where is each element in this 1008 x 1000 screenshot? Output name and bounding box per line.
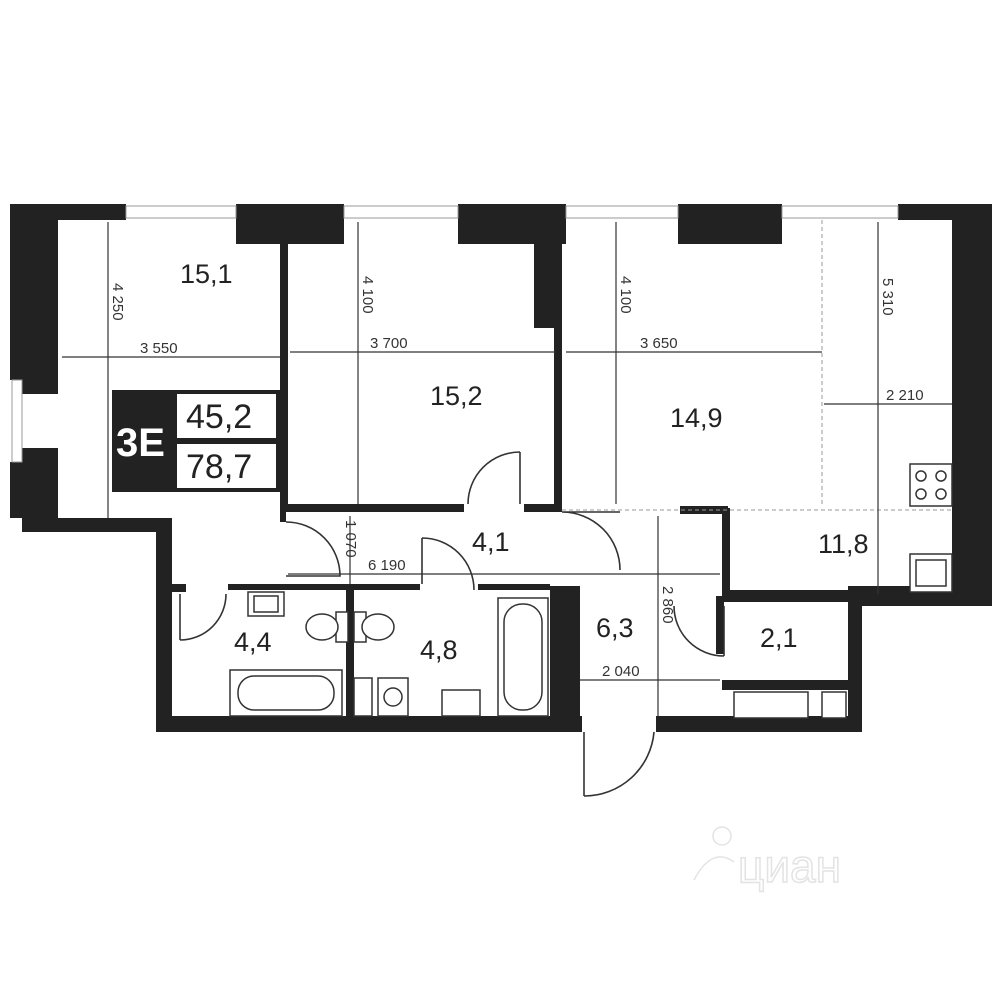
area-bedroom-middle: 15,2 [430,381,483,411]
stove-icon [909,463,953,507]
windows [11,205,899,463]
area-corridor: 4,1 [472,527,510,557]
apartment-type: 3E [116,421,165,465]
dimension-lines [62,222,952,716]
dim-corridor-length: 6 190 [368,557,406,574]
dim-corridor-width: 1 070 [342,520,359,558]
ventilation-shaft [353,677,373,717]
fixtures [229,463,953,719]
total-area: 78,7 [186,448,252,486]
dim-bedroom-left-height: 4 250 [109,283,126,321]
zone-lines [562,220,952,511]
dimension-labels: 3 550 4 250 3 700 4 100 3 650 4 100 2 21… [109,276,924,680]
dim-living-width: 3 650 [640,335,678,352]
watermark-text: циан [738,840,841,892]
watermark: циан [693,826,842,893]
dim-bedroom-middle-width: 3 700 [370,335,408,352]
room-areas: 15,1 15,2 14,9 11,8 4,1 4,4 4,8 6,3 2,1 [180,259,869,665]
outer-walls [10,204,992,732]
area-living-room: 14,9 [670,403,723,433]
doors [179,451,725,797]
area-bedroom-left: 15,1 [180,259,233,289]
dim-kitchen-height: 5 310 [879,278,896,316]
area-bathroom-left: 4,4 [234,627,272,657]
dim-bedroom-left-width: 3 550 [140,340,178,357]
dim-hall-height: 2 860 [659,586,676,624]
dim-bedroom-middle-height: 4 100 [359,276,376,314]
washbasin-middle-icon [441,689,481,717]
apartment-badge: 3E 45,2 78,7 [112,390,280,492]
dim-hall-width: 2 040 [602,663,640,680]
dim-living-height: 4 100 [617,276,634,314]
area-bathroom-middle: 4,8 [420,635,458,665]
living-area: 45,2 [186,398,252,436]
area-storage: 2,1 [760,623,798,653]
storage-shelf-icon [733,691,809,719]
area-hall: 6,3 [596,613,634,643]
dim-kitchen-width: 2 210 [886,387,924,404]
area-kitchen: 11,8 [818,529,869,559]
watermark-logo-icon [712,826,732,846]
